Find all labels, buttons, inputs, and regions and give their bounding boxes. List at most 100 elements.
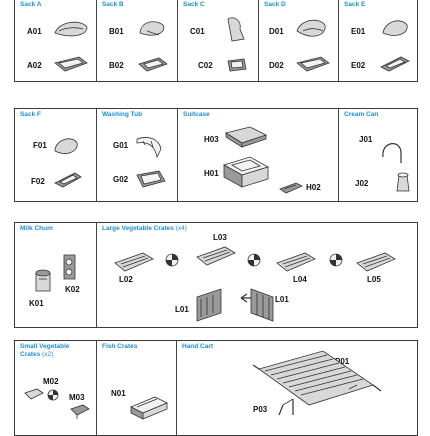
cream-can-body-drawing bbox=[396, 172, 410, 192]
part-label: G02 bbox=[113, 175, 129, 184]
fish-crate-drawing bbox=[130, 396, 168, 420]
crate-side-drawing bbox=[114, 252, 154, 272]
part-label: L03 bbox=[213, 233, 227, 242]
crate-side-drawing bbox=[356, 252, 396, 272]
panel-sack-d: Sack D D01 D02 bbox=[258, 0, 338, 81]
part-label: K02 bbox=[65, 285, 80, 294]
joiner-icon bbox=[47, 389, 59, 401]
sack-base-drawing bbox=[296, 56, 330, 72]
sack-base-drawing bbox=[380, 56, 410, 72]
part-label: J01 bbox=[359, 135, 373, 144]
row-containers: Sack F F01 F02 Washing Tub G01 G02 Suitc… bbox=[14, 108, 418, 202]
part-label: H03 bbox=[204, 135, 219, 144]
panel-washing-tub: Washing Tub G01 G02 bbox=[96, 109, 177, 201]
part-label: K01 bbox=[29, 299, 44, 308]
part-label: L04 bbox=[293, 275, 307, 284]
part-label: D02 bbox=[269, 61, 284, 70]
suitcase-body-drawing bbox=[222, 156, 270, 188]
panel-title: Sack A bbox=[20, 1, 42, 8]
part-label: J02 bbox=[355, 179, 369, 188]
panel-sack-c: Sack C C01 C02 bbox=[177, 0, 258, 81]
part-label: L05 bbox=[367, 275, 381, 284]
panel-title: Milk Chum bbox=[20, 225, 53, 232]
sack-top-drawing bbox=[54, 138, 78, 154]
panel-sack-a: Sack A A01 A02 bbox=[15, 0, 96, 81]
part-label: C02 bbox=[198, 61, 213, 70]
part-label: E02 bbox=[351, 61, 366, 70]
title-text: Small Vegetable bbox=[20, 343, 70, 350]
panel-title: Sack F bbox=[20, 111, 41, 118]
joiner-icon bbox=[247, 253, 261, 267]
panel-hand-cart: Hand Cart P01 P03 bbox=[176, 341, 419, 435]
milk-chum-lid-drawing bbox=[63, 254, 76, 280]
part-label: L01 bbox=[275, 295, 289, 304]
cream-can-handle-drawing bbox=[382, 143, 402, 163]
panel-title: Sack E bbox=[344, 1, 366, 8]
title-text: Crates bbox=[20, 351, 41, 358]
crate-frame-drawing bbox=[196, 288, 222, 322]
small-crate-drawing bbox=[24, 388, 44, 400]
panel-title: Large Vegetable Crates (x4) bbox=[102, 225, 187, 233]
row-crates: Milk Chum K01 K02 Large Vegetable Crates… bbox=[14, 222, 418, 328]
panel-fish-crates: Fish Crates N01 bbox=[96, 341, 176, 435]
sack-top-drawing bbox=[139, 21, 165, 36]
panel-title: Cream Can bbox=[344, 111, 379, 118]
part-label: B02 bbox=[109, 61, 124, 70]
quantity-text: (x2) bbox=[42, 351, 54, 358]
title-text: Large Vegetable Crates bbox=[102, 225, 174, 232]
panel-title: Hand Cart bbox=[182, 343, 214, 350]
sack-top-drawing bbox=[227, 17, 245, 42]
part-label: A01 bbox=[27, 27, 42, 36]
panel-large-crates: Large Vegetable Crates (x4) L03 L02 L04 … bbox=[96, 223, 419, 327]
small-crate-drawing bbox=[70, 404, 90, 419]
quantity-text: (x4) bbox=[175, 225, 187, 232]
crate-side-drawing bbox=[276, 252, 316, 272]
row-sacks: Sack A A01 A02 Sack B B01 B02 Sack C C01… bbox=[14, 0, 418, 82]
panel-title: Sack B bbox=[102, 1, 124, 8]
sack-top-drawing bbox=[296, 19, 326, 37]
crate-frame-drawing bbox=[250, 288, 274, 322]
hand-cart-drawing bbox=[252, 350, 382, 416]
sack-base-drawing bbox=[138, 57, 168, 72]
panel-title: Sack D bbox=[264, 1, 286, 8]
sack-base-drawing bbox=[54, 172, 82, 188]
part-label: F02 bbox=[31, 177, 45, 186]
part-label: F01 bbox=[33, 141, 47, 150]
part-label: G01 bbox=[113, 141, 129, 150]
part-label: L01 bbox=[175, 305, 189, 314]
panel-title: Fish Crates bbox=[102, 343, 138, 350]
part-label: A02 bbox=[27, 61, 42, 70]
joiner-icon bbox=[165, 253, 179, 267]
part-label: C01 bbox=[190, 27, 205, 36]
panel-cream-can: Cream Can J01 J02 bbox=[338, 109, 419, 201]
panel-sack-e: Sack E E01 E02 bbox=[338, 0, 419, 81]
panel-title: Suitcase bbox=[183, 111, 210, 118]
panel-title: Sack C bbox=[183, 1, 205, 8]
tub-rim-drawing bbox=[136, 137, 162, 159]
part-label: H02 bbox=[306, 183, 321, 192]
part-label: E01 bbox=[351, 27, 366, 36]
panel-milk-chum: Milk Chum K01 K02 bbox=[15, 223, 96, 327]
panel-suitcase: Suitcase H03 H01 H02 bbox=[177, 109, 338, 201]
part-label: M03 bbox=[69, 393, 85, 402]
panel-sack-b: Sack B B01 B02 bbox=[96, 0, 177, 81]
part-label: N01 bbox=[111, 389, 126, 398]
suitcase-lid-drawing bbox=[224, 126, 268, 148]
part-label: D01 bbox=[269, 27, 284, 36]
part-label: M02 bbox=[43, 377, 59, 386]
suitcase-handle-drawing bbox=[279, 182, 303, 194]
sack-top-drawing bbox=[382, 20, 408, 36]
part-label: B01 bbox=[109, 27, 124, 36]
part-label: H01 bbox=[204, 169, 219, 178]
sack-base-drawing bbox=[227, 58, 247, 72]
sack-top-drawing bbox=[54, 21, 88, 37]
panel-sack-f: Sack F F01 F02 bbox=[15, 109, 96, 201]
tub-base-drawing bbox=[136, 170, 166, 188]
milk-chum-drawing bbox=[35, 269, 51, 292]
crate-side-drawing bbox=[196, 246, 236, 266]
part-label: P01 bbox=[335, 357, 350, 366]
part-label: L02 bbox=[119, 275, 133, 284]
